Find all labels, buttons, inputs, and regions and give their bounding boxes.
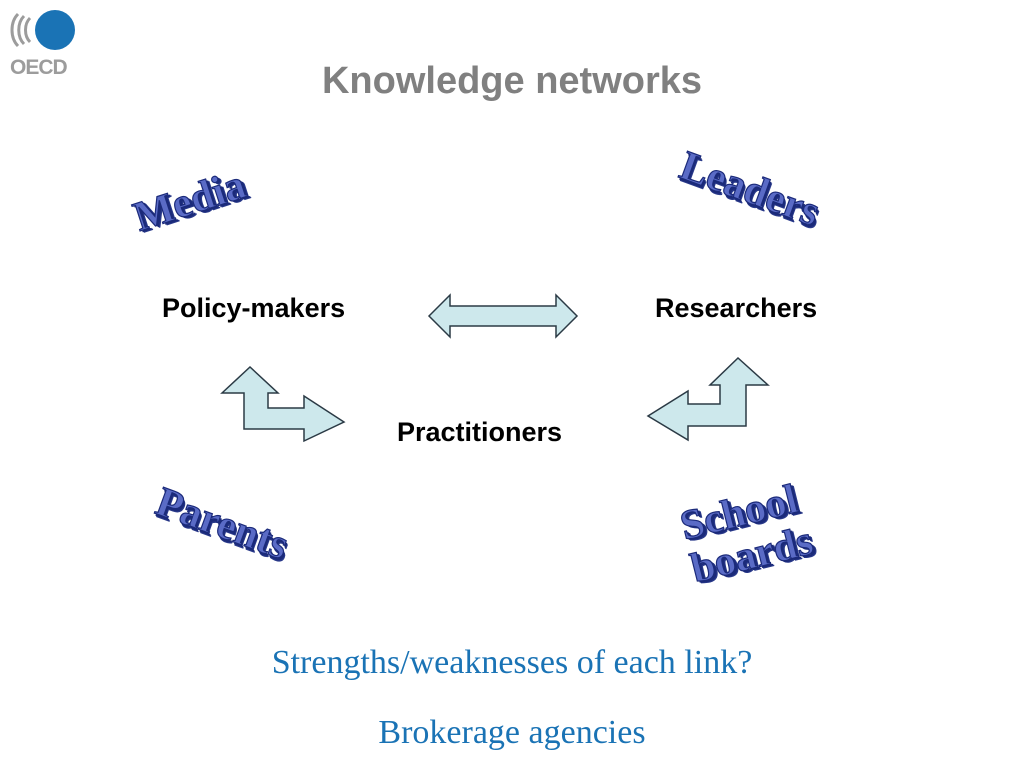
bent-arrow-left-icon — [220, 365, 346, 443]
question-strengths-weaknesses: Strengths/weaknesses of each link? — [271, 644, 753, 681]
oecd-logo-text: OECD — [10, 56, 68, 79]
question-brokerage-agencies: Brokerage agencies — [378, 714, 646, 751]
wordart-media: Media — [128, 161, 252, 241]
node-practitioners: Practitioners — [397, 417, 563, 447]
wordart-leaders: Leaders — [673, 142, 826, 236]
wordart-parents: Parents — [149, 478, 295, 569]
oecd-logo — [8, 8, 84, 84]
double-arrow-icon — [427, 293, 579, 339]
bent-arrow-right-icon — [646, 356, 770, 442]
wordart-school-boards: School boards — [675, 476, 818, 593]
node-researchers: Researchers — [655, 293, 818, 323]
node-policy-makers: Policy-makers — [162, 293, 346, 323]
page-title: Knowledge networks — [321, 60, 703, 102]
oecd-logo-mark-icon — [10, 10, 75, 50]
